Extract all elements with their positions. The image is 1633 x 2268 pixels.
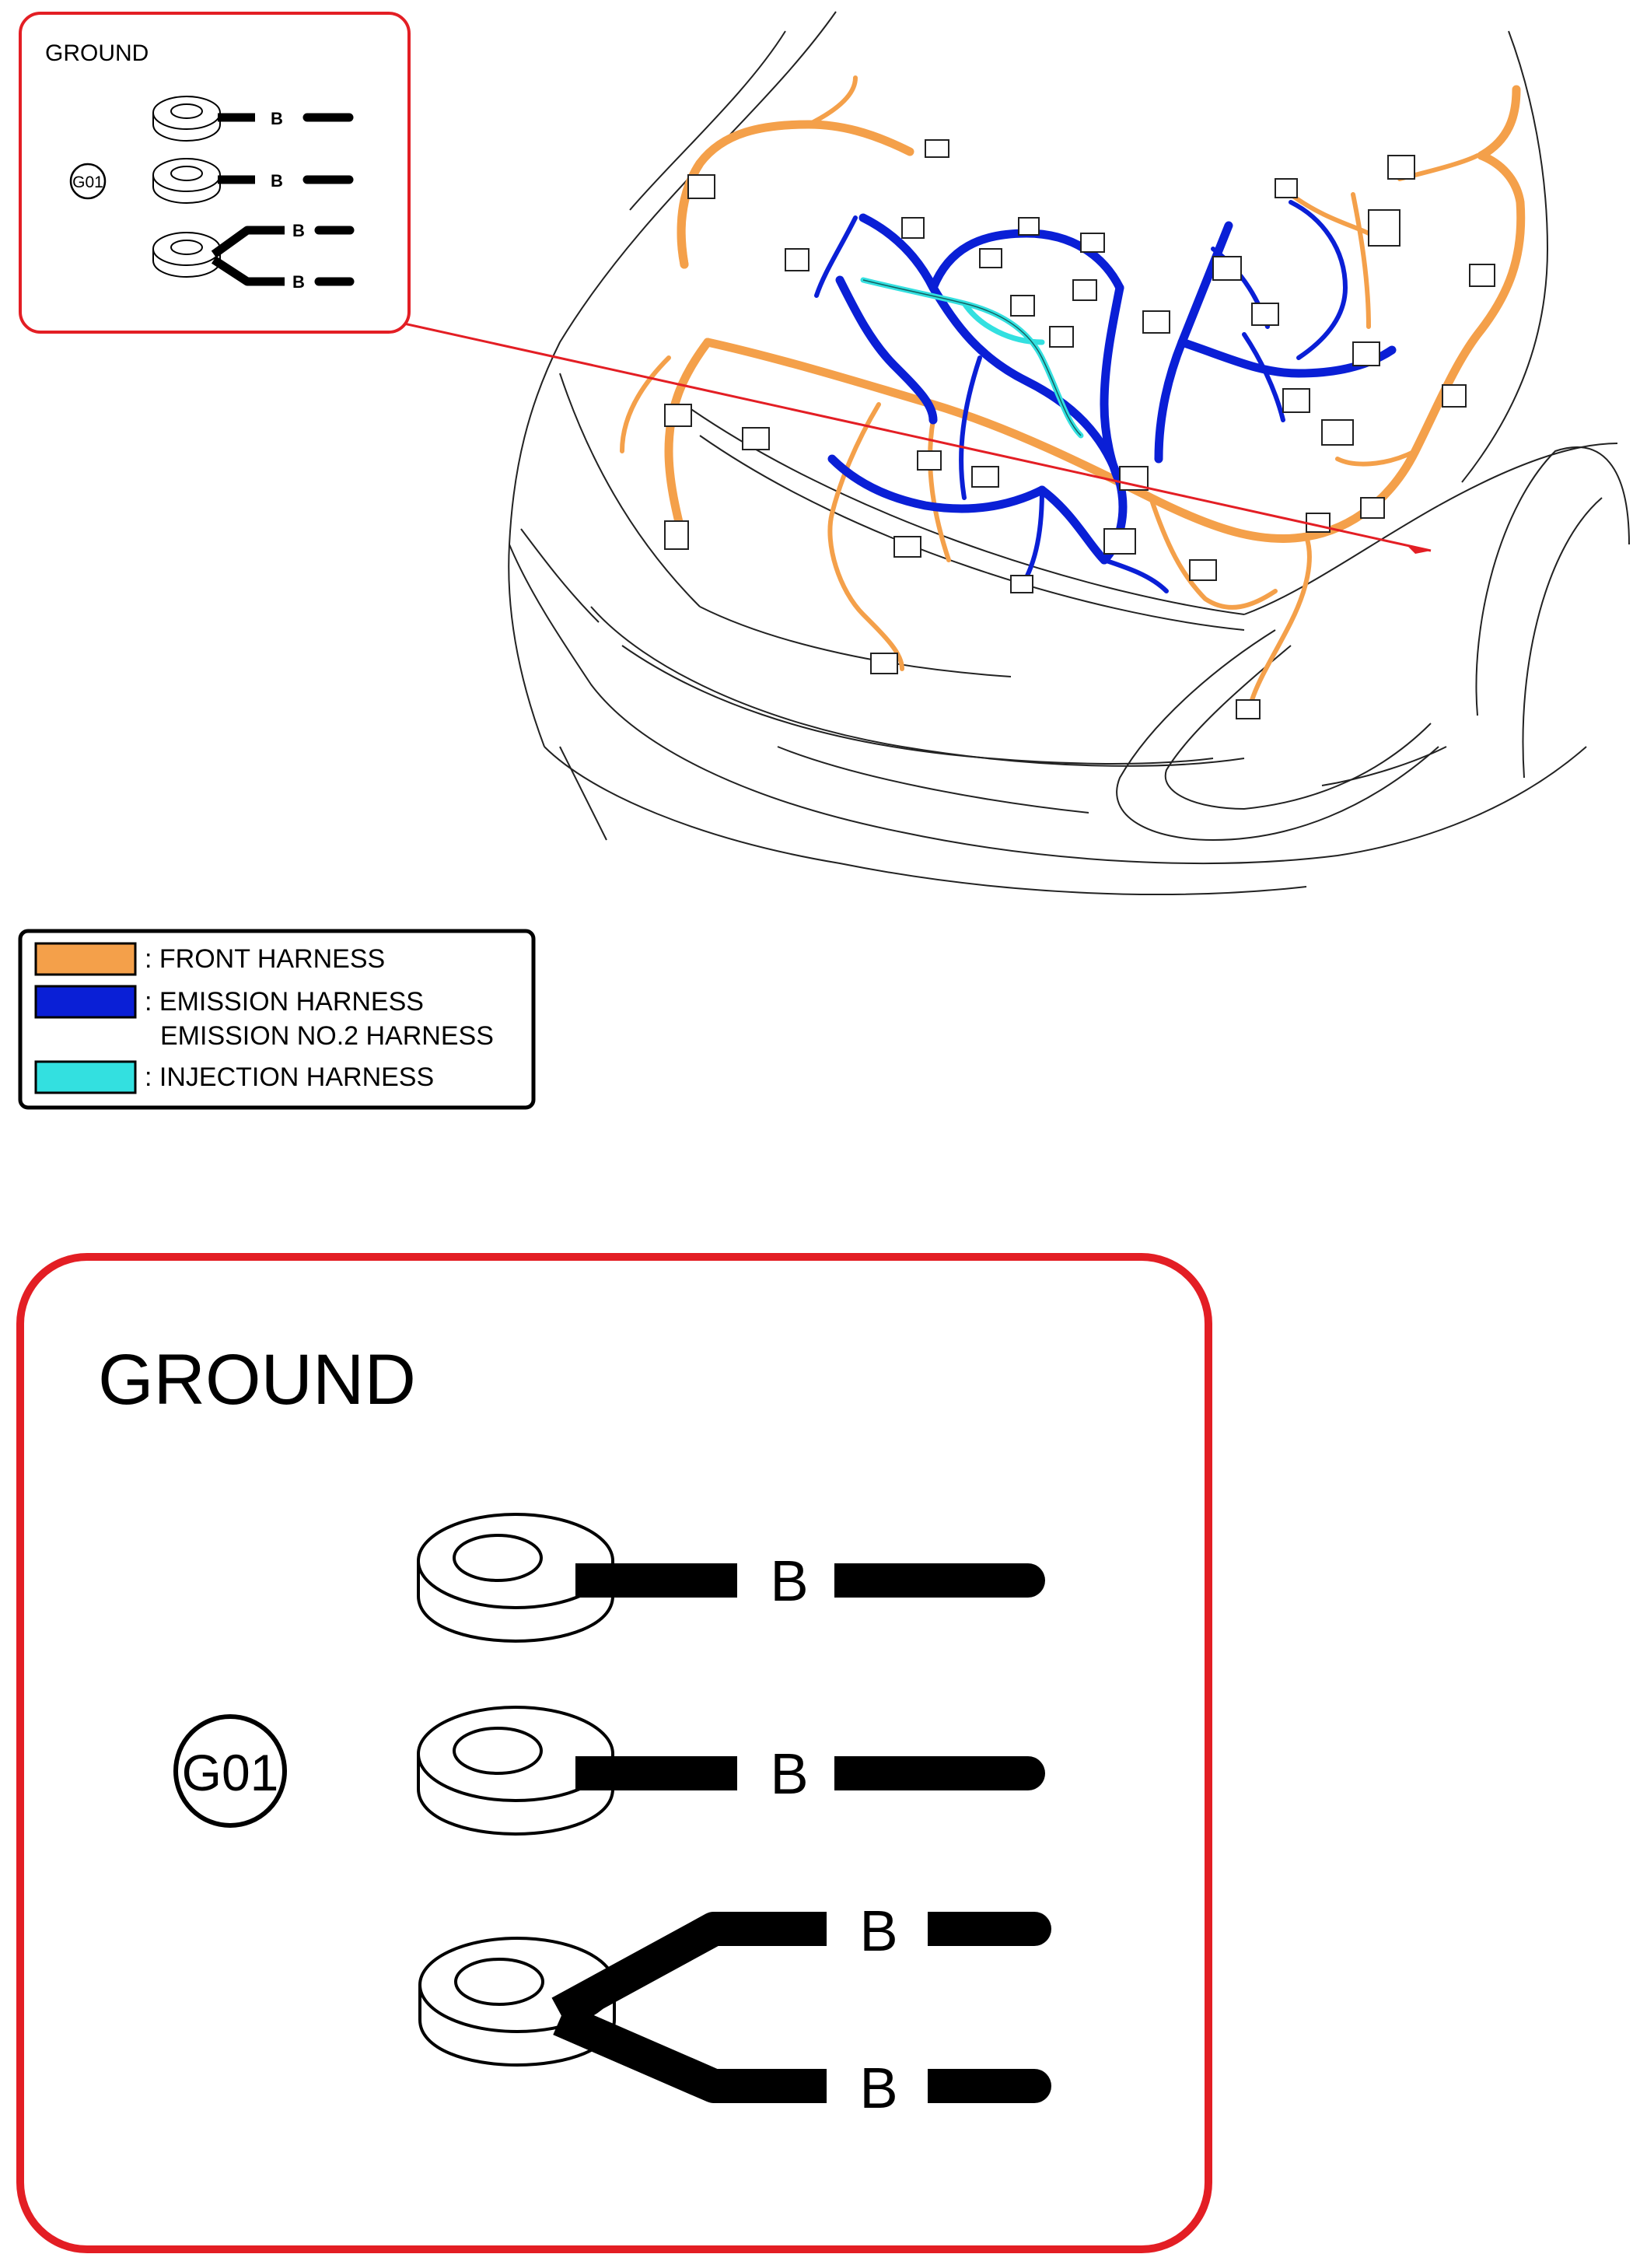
small-ground-terminal-2: B bbox=[152, 158, 354, 205]
legend-label-emission: : EMISSION HARNESS bbox=[145, 987, 424, 1017]
large-ground-terminal-2: B bbox=[417, 1706, 1045, 1836]
small-ground-callout: GROUND G01 B B bbox=[19, 12, 411, 334]
legend-label-emission-no2: EMISSION NO.2 HARNESS bbox=[160, 1021, 494, 1051]
injection-harness bbox=[860, 277, 1084, 439]
large-wire-label-1: B bbox=[770, 1549, 808, 1613]
front-harness-thin bbox=[620, 75, 1480, 702]
small-wire-label-1: B bbox=[271, 109, 283, 128]
large-ground-id-circle bbox=[173, 1714, 287, 1828]
large-ground-terminal-3: B B bbox=[418, 1899, 1051, 2120]
small-ground-id-circle bbox=[69, 163, 107, 200]
large-ground-id: G01 bbox=[182, 1744, 279, 1801]
large-wire-label-3: B bbox=[859, 1899, 897, 1963]
large-callout-frame bbox=[16, 1253, 1212, 2253]
small-ground-id: G01 bbox=[72, 173, 103, 191]
callout-leader-line bbox=[400, 321, 1432, 552]
legend-frame bbox=[18, 929, 536, 1110]
legend-label-injection: : INJECTION HARNESS bbox=[145, 1062, 434, 1092]
harness-legend: : FRONT HARNESS : EMISSION HARNESS EMISS… bbox=[18, 929, 536, 1110]
large-callout-title: GROUND bbox=[98, 1340, 416, 1419]
legend-swatch-emission bbox=[34, 985, 137, 1019]
legend-label-front: : FRONT HARNESS bbox=[145, 944, 385, 974]
emission-harness-thin bbox=[814, 200, 1348, 593]
small-wire-label-3: B bbox=[292, 221, 305, 240]
small-callout-title: GROUND bbox=[45, 40, 149, 66]
connectors bbox=[664, 139, 1495, 719]
large-wire-label-4: B bbox=[859, 2056, 897, 2120]
legend-swatch-injection bbox=[34, 1060, 137, 1094]
injection-harness-outline bbox=[862, 279, 1082, 436]
car-body-outline bbox=[508, 11, 1630, 895]
ground-point-marker bbox=[1406, 544, 1431, 554]
legend-swatch-front bbox=[34, 942, 137, 976]
small-wire-label-4: B bbox=[292, 272, 305, 292]
large-wire-label-2: B bbox=[770, 1741, 808, 1806]
large-ground-callout: GROUND G01 B B bbox=[16, 1253, 1212, 2253]
small-wire-label-2: B bbox=[271, 171, 283, 191]
large-ground-terminal-1: B bbox=[417, 1513, 1045, 1643]
small-ground-terminal-1: B bbox=[152, 96, 354, 142]
small-ground-terminal-3: B B bbox=[152, 221, 355, 292]
